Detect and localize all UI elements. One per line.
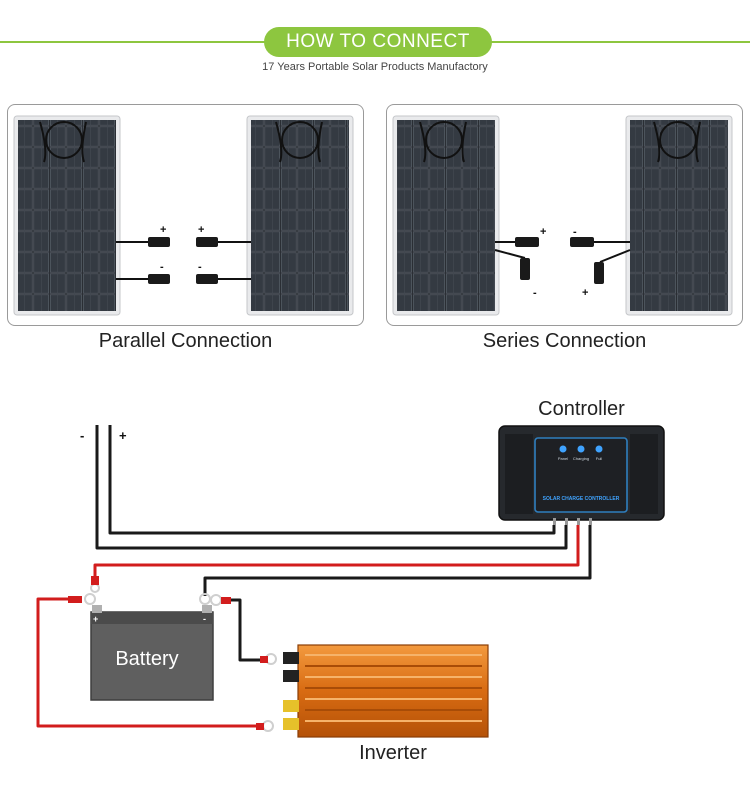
battery-plus: + <box>93 614 98 624</box>
series-left-plus: + <box>540 226 546 238</box>
battery-minus: - <box>203 614 206 624</box>
parallel-right-solar-panel <box>246 115 354 316</box>
parallel-caption: Parallel Connection <box>98 330 273 352</box>
series-cables <box>494 237 631 284</box>
series-right-solar-panel <box>625 115 733 316</box>
inverter <box>283 644 489 738</box>
parallel-left-plus: + <box>160 224 166 236</box>
controller-indicator-1: Panel <box>558 456 568 461</box>
series-right-minus: - <box>573 226 577 238</box>
battery-label: Battery <box>115 648 179 670</box>
controller-plate: SOLAR CHARGE CONTROLLER <box>543 496 620 502</box>
wires <box>36 425 592 728</box>
controller-indicator-3: Full <box>596 456 603 461</box>
series-left-minus: - <box>533 287 537 299</box>
terminal-plus-label: + <box>119 428 127 443</box>
inverter-label: Inverter <box>359 742 427 764</box>
page-subtitle: 17 Years Portable Solar Products Manufac… <box>262 61 488 73</box>
parallel-left-solar-panel <box>13 115 121 316</box>
series-caption: Series Connection <box>482 330 647 352</box>
parallel-cables <box>116 237 251 284</box>
page-title: HOW TO CONNECT <box>264 27 492 57</box>
parallel-right-minus: - <box>198 261 202 273</box>
parallel-left-minus: - <box>160 261 164 273</box>
ring-terminals <box>68 576 277 732</box>
charge-controller <box>498 425 665 525</box>
controller-indicator-2: Charging <box>573 456 589 461</box>
series-left-solar-panel <box>392 115 500 316</box>
controller-label: Controller <box>538 398 625 420</box>
terminal-minus-label: - <box>80 428 84 443</box>
series-right-plus: + <box>582 287 588 299</box>
battery <box>90 605 214 701</box>
parallel-right-plus: + <box>198 224 204 236</box>
